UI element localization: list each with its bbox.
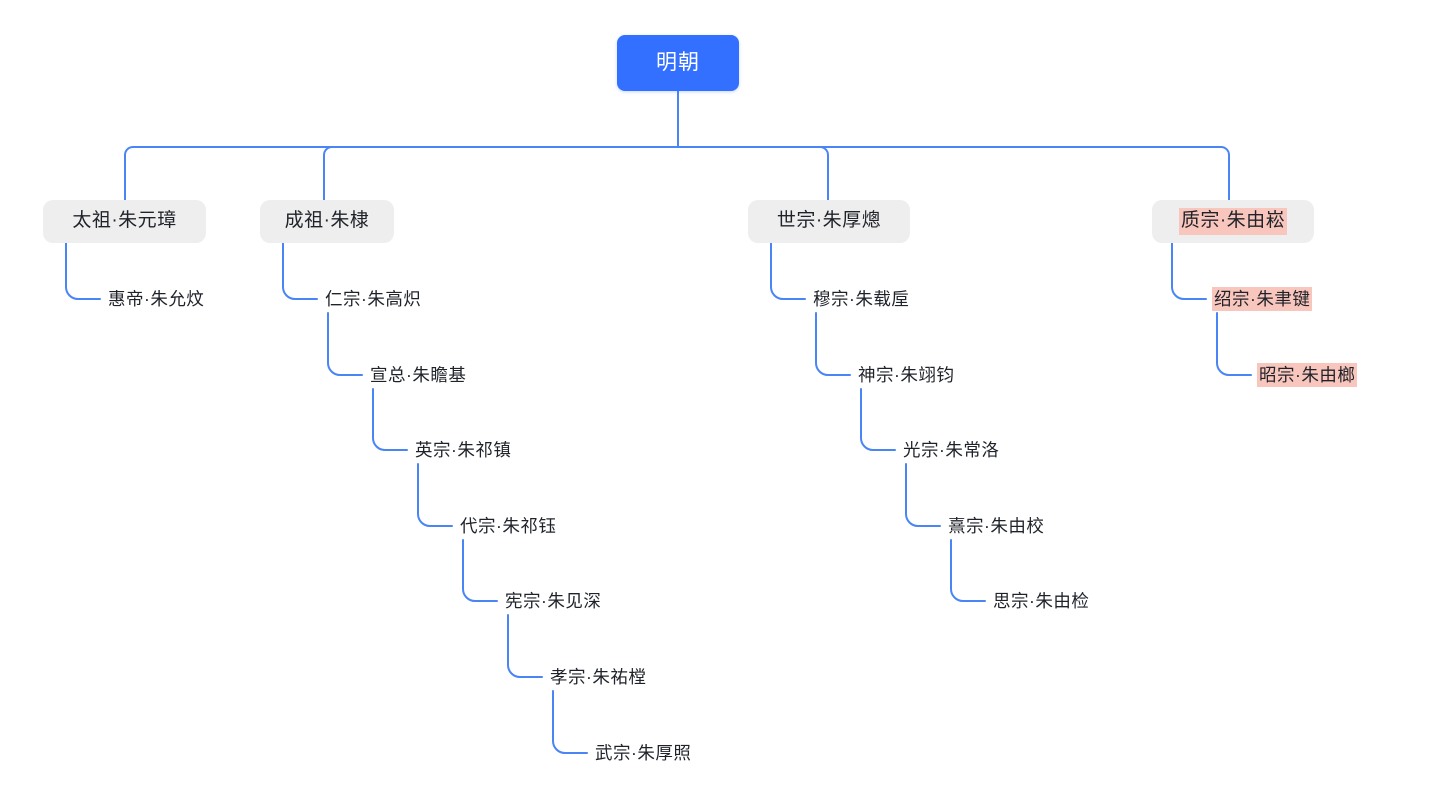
branch-head-label: 成祖·朱棣 — [284, 210, 370, 232]
wire-elbow — [815, 312, 851, 376]
branch-head-zhizong[interactable]: 质宗·朱由崧 — [1152, 200, 1314, 243]
wire-elbow — [950, 539, 986, 602]
wire-elbow — [462, 539, 498, 602]
branch-head-chengzu[interactable]: 成祖·朱棣 — [260, 200, 394, 243]
node-label: 孝宗·朱祐樘 — [550, 666, 647, 687]
wire-elbow — [770, 242, 806, 300]
node-wuzong[interactable]: 武宗·朱厚照 — [593, 738, 693, 768]
node-label: 神宗·朱翊钧 — [858, 364, 955, 385]
node-shenzong[interactable]: 神宗·朱翊钧 — [856, 360, 956, 390]
wire-bus-mid2 — [677, 146, 829, 201]
branch-head-label: 世宗·朱厚熜 — [776, 210, 882, 232]
node-sizong[interactable]: 思宗·朱由检 — [991, 586, 1091, 616]
node-label: 代宗·朱祁钰 — [460, 515, 557, 536]
node-shaozong[interactable]: 绍宗·朱聿键 — [1212, 284, 1313, 314]
wire-elbow — [507, 614, 543, 678]
wire-elbow — [282, 242, 318, 300]
node-yingzong[interactable]: 英宗·朱祁镇 — [413, 435, 513, 465]
wire-elbow — [65, 242, 101, 300]
node-renzong[interactable]: 仁宗·朱高炽 — [323, 284, 423, 314]
node-label: 绍宗·朱聿键 — [1212, 286, 1313, 312]
node-xiaozong[interactable]: 孝宗·朱祐樘 — [548, 662, 648, 692]
node-label: 英宗·朱祁镇 — [415, 439, 512, 460]
node-label: 光宗·朱常洛 — [903, 439, 1000, 460]
wire-elbow — [552, 690, 588, 754]
node-label: 仁宗·朱高炽 — [325, 288, 422, 309]
node-label: 昭宗·朱由榔 — [1257, 362, 1358, 388]
root-node-label: 明朝 — [656, 51, 700, 75]
wire-elbow — [1171, 242, 1207, 300]
node-xuanzong[interactable]: 宣总·朱瞻基 — [368, 360, 468, 390]
node-xizong[interactable]: 熹宗·朱由校 — [946, 511, 1046, 541]
wire-elbow — [1216, 312, 1252, 376]
node-huidi[interactable]: 惠帝·朱允炆 — [106, 284, 206, 314]
wire-elbow — [905, 463, 941, 527]
branch-head-taizu[interactable]: 太祖·朱元璋 — [43, 200, 206, 243]
node-label: 宣总·朱瞻基 — [370, 364, 467, 385]
wire-bus-right — [677, 146, 1230, 201]
branch-head-shizong[interactable]: 世宗·朱厚熜 — [748, 200, 910, 243]
node-muzong[interactable]: 穆宗·朱载垕 — [811, 284, 911, 314]
wire-elbow — [417, 463, 453, 527]
node-label: 思宗·朱由检 — [993, 590, 1090, 611]
branch-head-label: 质宗·朱由崧 — [1178, 208, 1288, 235]
node-guangzong[interactable]: 光宗·朱常洛 — [901, 435, 1001, 465]
wire-bus-left — [124, 146, 679, 201]
wire-bus-mid1 — [323, 146, 679, 201]
node-xianzong[interactable]: 宪宗·朱见深 — [503, 586, 603, 616]
root-node[interactable]: 明朝 — [617, 35, 739, 91]
node-label: 熹宗·朱由校 — [948, 515, 1045, 536]
node-label: 宪宗·朱见深 — [505, 590, 602, 611]
node-label: 武宗·朱厚照 — [595, 742, 692, 763]
wire-elbow — [372, 388, 408, 451]
node-daizong[interactable]: 代宗·朱祁钰 — [458, 511, 558, 541]
node-zhaozong[interactable]: 昭宗·朱由榔 — [1257, 360, 1358, 390]
node-label: 惠帝·朱允炆 — [108, 288, 205, 309]
wire-elbow — [327, 312, 363, 376]
wire-elbow — [860, 388, 896, 451]
node-label: 穆宗·朱载垕 — [813, 288, 910, 309]
branch-head-label: 太祖·朱元璋 — [72, 210, 177, 232]
